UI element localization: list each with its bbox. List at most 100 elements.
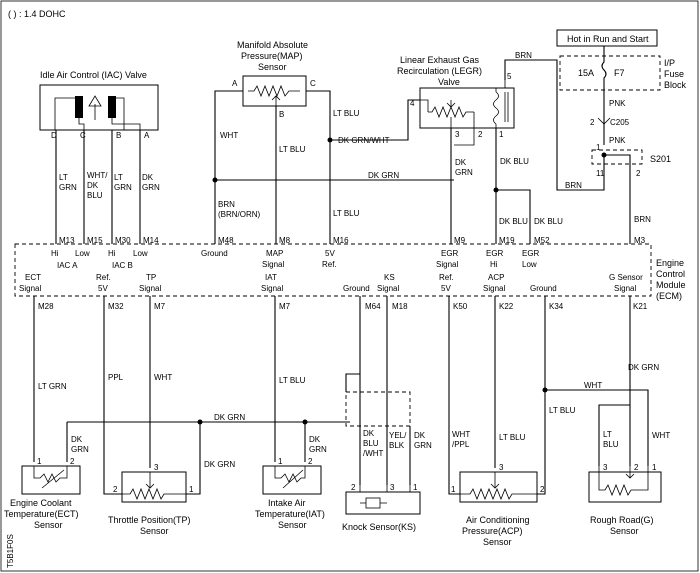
egr-title-1: Linear Exhaust Gas	[400, 55, 480, 65]
ks-wire-color-2a: YEL/	[389, 431, 407, 440]
egr-wire-2	[454, 128, 475, 146]
wire-s201-m3	[604, 154, 631, 244]
map-title-3: Sensor	[258, 62, 287, 72]
ecm-k34-label: Ground	[530, 284, 557, 293]
egr-5v-splice	[327, 137, 333, 143]
iac-coil-b-icon	[108, 96, 116, 118]
ect-pin-2: 2	[70, 457, 75, 466]
iac-arrow-icon	[88, 95, 102, 120]
c205-label: C205	[610, 118, 630, 127]
iat-pin-1: 1	[278, 457, 283, 466]
iac-title: Idle Air Control (IAC) Valve	[40, 70, 147, 80]
ks-wire-color-1a: DK	[363, 429, 375, 438]
egr-wire-3-color-1: DK	[455, 158, 467, 167]
iat-thermistor-icon	[274, 466, 306, 489]
ect-pin-1: 1	[37, 457, 42, 466]
iac-valve-box	[39, 84, 159, 131]
egr-pin4-internal	[420, 99, 429, 112]
g-sensor-box	[588, 471, 662, 503]
iac-wire-a-1: DK	[142, 173, 154, 182]
map-title-2: Pressure(MAP)	[241, 51, 303, 61]
ecm-pin-m8: M8	[279, 236, 291, 245]
g-wire-color-1: DK GRN	[628, 363, 659, 372]
hot-in-run-label: Hot in Run and Start	[567, 34, 649, 44]
map-wire-a-color: WHT	[220, 131, 238, 140]
ecm-m6-label: TP	[146, 273, 156, 282]
ecm-m7-label: IAT	[265, 273, 277, 282]
ecm-pin-m64: M64	[365, 302, 381, 311]
c205-pin2: 2	[590, 118, 595, 127]
map-resistor-icon	[248, 84, 300, 98]
map-pin-c: C	[310, 79, 316, 88]
iat-name-2: Temperature(IAT)	[255, 509, 325, 519]
ks-name: Knock Sensor(KS)	[342, 522, 416, 532]
map-pin-b: B	[279, 110, 284, 119]
egr-wire-m52	[496, 189, 531, 244]
egr-title-3: Valve	[438, 77, 460, 87]
ecm-pin-m7: M7	[279, 302, 291, 311]
ecm-k22-label: ACP	[488, 273, 504, 282]
tp-wiper-icon	[145, 472, 155, 489]
ecm-m18-label2: Signal	[377, 284, 399, 293]
ecm-pin-m3: M3	[634, 236, 646, 245]
g-wire-link	[598, 404, 630, 420]
ecm-label-4: (ECM)	[656, 291, 682, 301]
ecm-m6-label2: Signal	[139, 284, 161, 293]
iat-name-3: Sensor	[278, 520, 307, 530]
fuse-name: F7	[614, 68, 625, 78]
tp-pin-3: 3	[154, 463, 159, 472]
ecm-pin-k22: K22	[499, 302, 514, 311]
acp-name-3: Sensor	[483, 537, 512, 547]
ks-ground-wire	[345, 296, 361, 392]
acp-name-2: Pressure(ACP)	[462, 526, 523, 536]
iac-low-1: Low	[75, 249, 90, 258]
fuse-block-outline	[559, 55, 661, 91]
fuse-amp: 15A	[578, 68, 594, 78]
ecm-pin-m14: M14	[143, 236, 159, 245]
egr-pin-internal	[450, 112, 475, 128]
iat-ground-color-1: DK	[309, 435, 321, 444]
acp-pin-3: 3	[499, 463, 504, 472]
egr-resistor-icon	[428, 105, 474, 119]
map-wire-c	[306, 90, 331, 244]
iac-pin-b: B	[116, 131, 121, 140]
map-ground-wire-2: (BRN/ORN)	[218, 210, 261, 219]
wire-brn-egr-top	[504, 59, 605, 191]
dkgrn-bus-color: DK GRN	[214, 413, 245, 422]
fuse-block-l3: Block	[664, 80, 687, 90]
iac-internal-wiring	[54, 97, 141, 130]
acp-wire-color-1a: WHT	[452, 430, 470, 439]
s201-label: S201	[650, 154, 671, 164]
acp-resistor-icon	[460, 487, 537, 501]
ecm-m32-label: Ref.	[96, 273, 111, 282]
fuse-element	[601, 46, 607, 145]
iat-name-1: Intake Air	[268, 498, 306, 508]
ecm-pin-m13: M13	[59, 236, 75, 245]
dkgrn-wire-top: DK GRN	[368, 171, 399, 180]
map-wire-c-color-2: LT BLU	[333, 209, 360, 218]
ecm-m8-label: MAP	[266, 249, 283, 258]
ecm-pin-m19: M19	[499, 236, 515, 245]
iat-ground-color-2: GRN	[309, 445, 327, 454]
egr-wire-4-color: DK GRN/WHT	[338, 136, 390, 145]
ecm-pin-m6: M7	[154, 302, 166, 311]
egr-wire-m19-color: DK BLU	[499, 217, 528, 226]
iac-wire-b-1: LT	[114, 173, 123, 182]
iac-wire-c-3: BLU	[87, 191, 103, 200]
iac-low-2: Low	[133, 249, 148, 258]
ect-ground-color-2: GRN	[71, 445, 89, 454]
egr-wire-1-color: DK BLU	[500, 157, 529, 166]
ecm-pin-m52: M52	[534, 236, 550, 245]
s201-pin2: 2	[636, 169, 641, 178]
ks-pin-3: 3	[390, 483, 395, 492]
egr-pin-1: 1	[499, 130, 504, 139]
ecm-pin-m16: M16	[333, 236, 349, 245]
egr-coil-wiring	[495, 80, 506, 128]
hot-in-run-box	[556, 29, 658, 47]
ecm-pin-k34: K34	[549, 302, 564, 311]
acp-sensor-box	[459, 471, 538, 503]
egr-pin-4: 4	[410, 99, 415, 108]
g-resistor-icon	[598, 466, 649, 497]
ecm-m8-label2: Signal	[262, 260, 284, 269]
ks-wire-color-3b: GRN	[414, 441, 432, 450]
